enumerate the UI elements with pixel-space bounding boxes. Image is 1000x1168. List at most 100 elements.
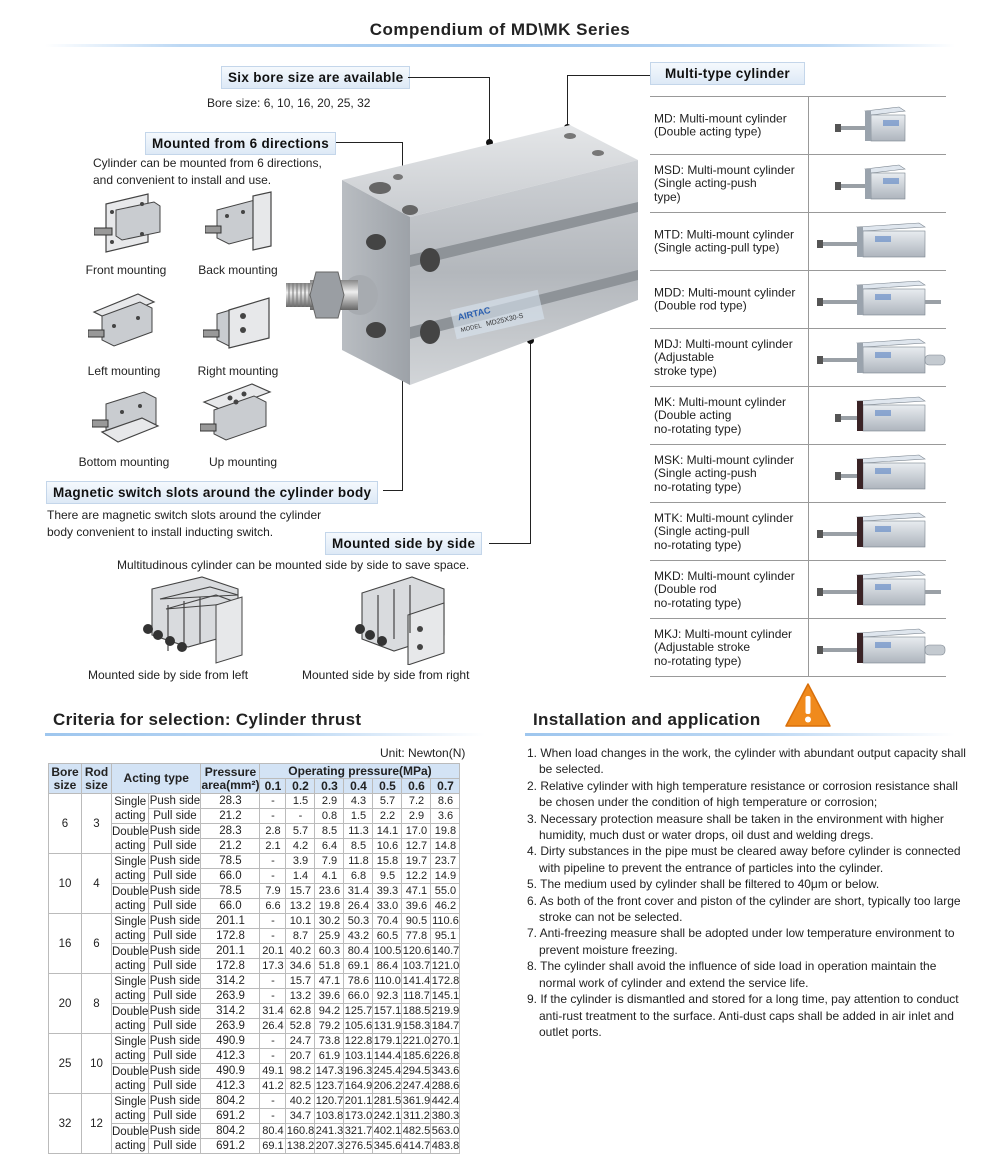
thrust-cell: 103.7	[401, 958, 432, 974]
thrust-cell: 10.6	[372, 838, 403, 854]
thrust-cell: 23.7	[430, 853, 461, 869]
thrust-cell: 7.9	[259, 883, 287, 899]
thrust-cell: 144.4	[372, 1048, 403, 1064]
thrust-cell: 13.2	[285, 988, 316, 1004]
side-cell: Push side	[148, 1033, 202, 1049]
thrust-cell: 34.6	[285, 958, 316, 974]
multitype-item: MSK: Multi-mount cylinder (Single acting…	[650, 445, 946, 503]
thrust-cell: 482.5	[401, 1123, 432, 1139]
up-mounting-label: Up mounting	[208, 455, 278, 469]
thrust-cell: 2.8	[259, 823, 287, 839]
side-cell: Pull side	[148, 1018, 202, 1034]
thrust-cell: 14.1	[372, 823, 403, 839]
area-cell: 66.0	[200, 868, 261, 884]
header-pressure-1: 0.2	[285, 778, 316, 794]
thrust-cell: 61.9	[314, 1048, 345, 1064]
thrust-cell: 60.3	[314, 943, 345, 959]
thrust-cell: 52.8	[285, 1018, 316, 1034]
thrust-cell: 2.9	[401, 808, 432, 824]
thrust-cell: 15.7	[285, 883, 316, 899]
thrust-cell: 118.7	[401, 988, 432, 1004]
thrust-cell: 125.7	[343, 1003, 374, 1019]
area-cell: 490.9	[200, 1033, 261, 1049]
thrust-cell: 294.5	[401, 1063, 432, 1079]
area-cell: 78.5	[200, 853, 261, 869]
multitype-item-text: MDD: Multi-mount cylinder (Double rod ty…	[654, 285, 796, 313]
thrust-cell: -	[259, 1108, 287, 1124]
installation-item: 2. Relative cylinder with high temperatu…	[527, 778, 958, 810]
area-cell: 21.2	[200, 838, 261, 854]
side-cell: Push side	[148, 883, 202, 899]
thrust-cell: 2.2	[372, 808, 403, 824]
header-area: Pressure area(mm²)	[200, 763, 261, 794]
thrust-cell: 145.1	[430, 988, 461, 1004]
main-cylinder-illustration: AIRTAC MODEL MD25X30-S	[286, 125, 638, 385]
multitype-item-image	[808, 271, 946, 328]
thrust-cell: 30.2	[314, 913, 345, 929]
thrust-cell: 110.0	[372, 973, 403, 989]
multitype-item-text: MK: Multi-mount cylinder (Double acting …	[654, 394, 787, 436]
area-cell: 66.0	[200, 898, 261, 914]
thrust-cell: 19.8	[430, 823, 461, 839]
side-by-side-left-figure	[143, 576, 243, 664]
thrust-cell: 17.3	[259, 958, 287, 974]
thrust-cell: 120.7	[314, 1093, 345, 1109]
bore-callout: Six bore size are available	[221, 66, 411, 89]
side-leader-h	[489, 543, 531, 544]
side-cell: Pull side	[148, 1078, 202, 1094]
header-operating-pressure: Operating pressure(MPa)	[259, 763, 461, 779]
area-cell: 412.3	[200, 1078, 261, 1094]
thrust-cell: 8.6	[430, 793, 461, 809]
installation-item: 8. The cylinder shall avoid the influenc…	[527, 959, 937, 990]
multitype-item-image	[808, 97, 946, 154]
side-cell: Pull side	[148, 988, 202, 1004]
side-callout: Mounted side by side	[325, 532, 483, 555]
installation-item: 1. When load changes in the work, the cy…	[527, 746, 966, 777]
thrust-cell: 92.3	[372, 988, 403, 1004]
header-bore: Bore size	[48, 763, 82, 794]
side-cell: Pull side	[148, 898, 202, 914]
side-cell: Pull side	[148, 928, 202, 944]
installation-title: Installation and application	[533, 710, 761, 729]
multitype-item-text: MKJ: Multi-mount cylinder (Adjustable st…	[654, 626, 793, 668]
magnetic-desc-1: There are magnetic switch slots around t…	[47, 508, 322, 522]
thrust-cell: 73.8	[314, 1033, 345, 1049]
area-cell: 804.2	[200, 1093, 261, 1109]
area-cell: 412.3	[200, 1048, 261, 1064]
area-cell: 201.1	[200, 913, 261, 929]
header-acting: Acting type	[110, 763, 202, 794]
rod-size-cell: 10	[81, 1033, 112, 1094]
thrust-cell: 131.9	[372, 1018, 403, 1034]
thrust-cell: 172.8	[430, 973, 461, 989]
thrust-cell: 19.8	[314, 898, 345, 914]
area-cell: 691.2	[200, 1108, 261, 1124]
thrust-cell: 20.1	[259, 943, 287, 959]
thrust-cell: 47.1	[401, 883, 432, 899]
thrust-cell: 281.5	[372, 1093, 403, 1109]
multitype-item-text: MKD: Multi-mount cylinder (Double rod no…	[654, 568, 795, 610]
installation-item: 4. Dirty substances in the pipe must be …	[527, 844, 961, 875]
acting-type-cell: Single acting	[110, 913, 150, 944]
side-cell: Pull side	[148, 958, 202, 974]
thrust-cell: 103.8	[314, 1108, 345, 1124]
thrust-cell: 219.9	[430, 1003, 461, 1019]
thrust-cell: 9.5	[372, 868, 403, 884]
thrust-cell: 361.9	[401, 1093, 432, 1109]
left-mounting-figure	[88, 293, 156, 347]
thrust-cell: 3.9	[285, 853, 316, 869]
thrust-cell: 2.1	[259, 838, 287, 854]
thrust-cell: 288.6	[430, 1078, 461, 1094]
area-cell: 201.1	[200, 943, 261, 959]
multitype-item-image	[808, 619, 946, 676]
thrust-cell: 19.7	[401, 853, 432, 869]
thrust-cell: 24.7	[285, 1033, 316, 1049]
thrust-cell: 402.1	[372, 1123, 403, 1139]
thrust-cell: -	[259, 793, 287, 809]
